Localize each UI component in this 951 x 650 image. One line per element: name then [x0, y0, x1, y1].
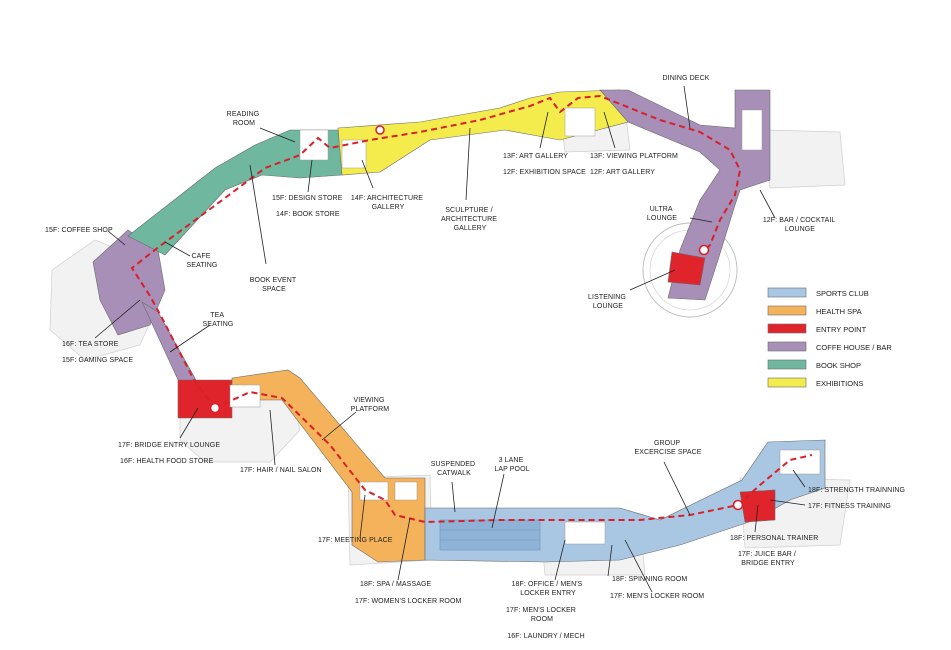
entry-marker-gallery — [375, 125, 385, 135]
legend-swatch — [767, 359, 807, 370]
legend-item-exhibitions: EXHIBITIONS — [767, 377, 864, 388]
dining-deck-zone — [599, 89, 771, 301]
legend-swatch — [767, 305, 807, 316]
legend-label: HEALTH SPA — [816, 307, 862, 316]
label-book-store: 14F: BOOK STORE — [276, 211, 340, 218]
legend: SPORTS CLUB HEALTH SPA ENTRY POINT COFFE… — [767, 287, 892, 388]
legend-swatch — [767, 377, 807, 388]
health-spa-zone — [231, 369, 426, 563]
label-art-gallery-12f: 12F: ART GALLERY — [590, 169, 655, 176]
label-ultra-lounge: ULTRA LOUNGE — [647, 206, 677, 222]
tea-seating-zone — [141, 301, 197, 385]
label-bar-cocktail: 12F: BAR / COCKTAIL LOUNGE — [763, 217, 837, 233]
label-strength-training: 18F: STRENGTH TRAINNING — [808, 487, 905, 494]
label-spinning-room: 18F: SPINNING ROOM — [612, 576, 687, 583]
lap-pool-basin — [439, 519, 541, 551]
label-laundry: 16F: LAUNDRY / MECH — [507, 633, 585, 640]
legend-swatch — [767, 341, 807, 352]
label-hair-nail: 17F: HAIR / NAIL SALON — [240, 467, 322, 474]
entry-marker-listening — [698, 244, 710, 256]
label-spa-massage: 18F: SPA / MASSAGE — [360, 581, 432, 588]
label-tea-store: 16F: TEA STORE — [62, 341, 119, 348]
label-office-mens: 18F: OFFICE / MEN'S LOCKER ENTRY — [512, 581, 585, 597]
entry-marker-juice-bar — [732, 499, 744, 511]
label-suspended-catwalk: SUSPENDED CATWALK — [431, 461, 478, 477]
label-cafe-seating: CAFE SEATING — [187, 253, 218, 269]
legend-label: EXHIBITIONS — [816, 379, 864, 388]
legend-label: BOOK SHOP — [816, 361, 861, 370]
label-personal-trainer: 18F: PERSONAL TRAINER — [730, 535, 818, 542]
label-lap-pool: 3 LANE LAP POOL — [494, 457, 529, 473]
circulation-route-upper — [130, 94, 742, 409]
label-book-event: BOOK EVENT SPACE — [250, 277, 298, 293]
label-viewing-platform: VIEWING PLATFORM — [351, 397, 389, 413]
label-group-exercise: GROUP EXCERCISE SPACE — [634, 440, 701, 456]
leader-lines — [94, 85, 806, 593]
architecture-gallery-zone — [337, 89, 629, 176]
legend-item-book-shop: BOOK SHOP — [767, 359, 861, 370]
label-fitness-training: 17F: FITNESS TRAINING — [808, 503, 891, 510]
label-gaming-space: 15F: GAMING SPACE — [62, 357, 133, 364]
legend-item-coffee-bar: COFFE HOUSE / BAR — [767, 341, 892, 352]
legend-swatch — [767, 287, 807, 298]
label-architecture-gallery: 14F: ARCHITECTURE GALLERY — [351, 195, 425, 211]
annotations: DINING DECK READING ROOM 15F: DESIGN STO… — [45, 75, 905, 640]
label-reading-room: READING ROOM — [227, 111, 262, 127]
label-juice-bar: 17F: JUICE BAR / BRIDGE ENTRY — [738, 551, 798, 567]
label-health-food-store: 16F: HEALTH FOOD STORE — [120, 458, 214, 465]
label-coffee-shop: 15F: COFFEE SHOP — [45, 227, 113, 234]
entry-marker-bridge-lounge — [209, 402, 221, 414]
legend-label: ENTRY POINT — [816, 325, 867, 334]
label-mens-locker: 17F: MEN'S LOCKER ROOM — [506, 607, 578, 623]
circulation-route-lower — [214, 390, 813, 524]
label-exhibition-space: 12F: EXHIBITION SPACE — [503, 169, 586, 176]
listening-lounge-entry — [667, 251, 706, 286]
label-design-store: 15F: DESIGN STORE — [272, 195, 343, 202]
label-mens-locker-17f: 17F: MEN'S LOCKER ROOM — [610, 593, 704, 600]
label-art-gallery-13f: 13F: ART GALLERY — [503, 153, 568, 160]
label-meeting-place: 17F: MEETING PLACE — [318, 537, 393, 544]
legend-label: SPORTS CLUB — [816, 289, 869, 298]
legend-item-sports-club: SPORTS CLUB — [767, 287, 869, 298]
bridge-entry-lounge — [177, 379, 233, 419]
label-bridge-entry-lounge: 17F: BRIDGE ENTRY LOUNGE — [118, 442, 220, 449]
label-sculpture-gallery: SCULPTURE / ARCHITECTURE GALLERY — [441, 207, 499, 232]
label-listening-lounge: LISTENING LOUNGE — [588, 294, 628, 310]
legend-label: COFFE HOUSE / BAR — [816, 343, 892, 352]
label-tea-seating: TEA SEATING — [203, 312, 234, 328]
interior-fixtures — [229, 107, 821, 551]
label-womens-locker: 17F: WOMEN'S LOCKER ROOM — [355, 598, 461, 605]
label-viewing-platform-13f: 13F: VIEWING PLATFORM — [590, 153, 678, 160]
label-dining-deck: DINING DECK — [663, 75, 710, 82]
legend-item-entry-point: ENTRY POINT — [767, 323, 867, 334]
legend-item-health-spa: HEALTH SPA — [767, 305, 862, 316]
legend-swatch — [767, 323, 807, 334]
